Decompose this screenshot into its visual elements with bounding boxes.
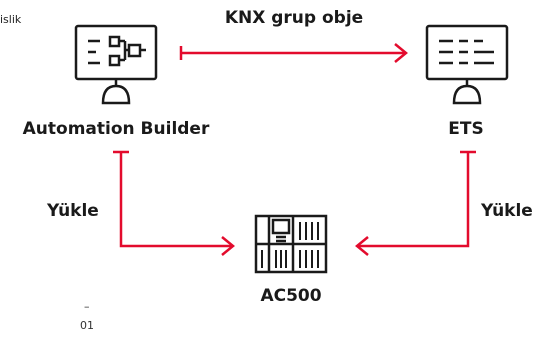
node-label-automation-builder: Automation Builder (22, 119, 210, 139)
footer-dash: – (84, 300, 90, 313)
right-connector (355, 150, 476, 256)
left-connector (113, 150, 235, 256)
top-link-label: KNX grup obje (224, 8, 364, 28)
node-label-ets: ETS (448, 119, 484, 139)
monitor-logic-diagram-icon (74, 24, 158, 105)
top-connector (179, 43, 408, 63)
plc-controller-icon (254, 214, 328, 274)
node-label-ac500: AC500 (260, 286, 322, 306)
corner-text: islik (0, 13, 22, 26)
page-number: 01 (80, 319, 94, 332)
left-link-label: Yükle (47, 201, 99, 221)
right-link-label: Yükle (481, 201, 533, 221)
monitor-list-icon (425, 24, 509, 105)
